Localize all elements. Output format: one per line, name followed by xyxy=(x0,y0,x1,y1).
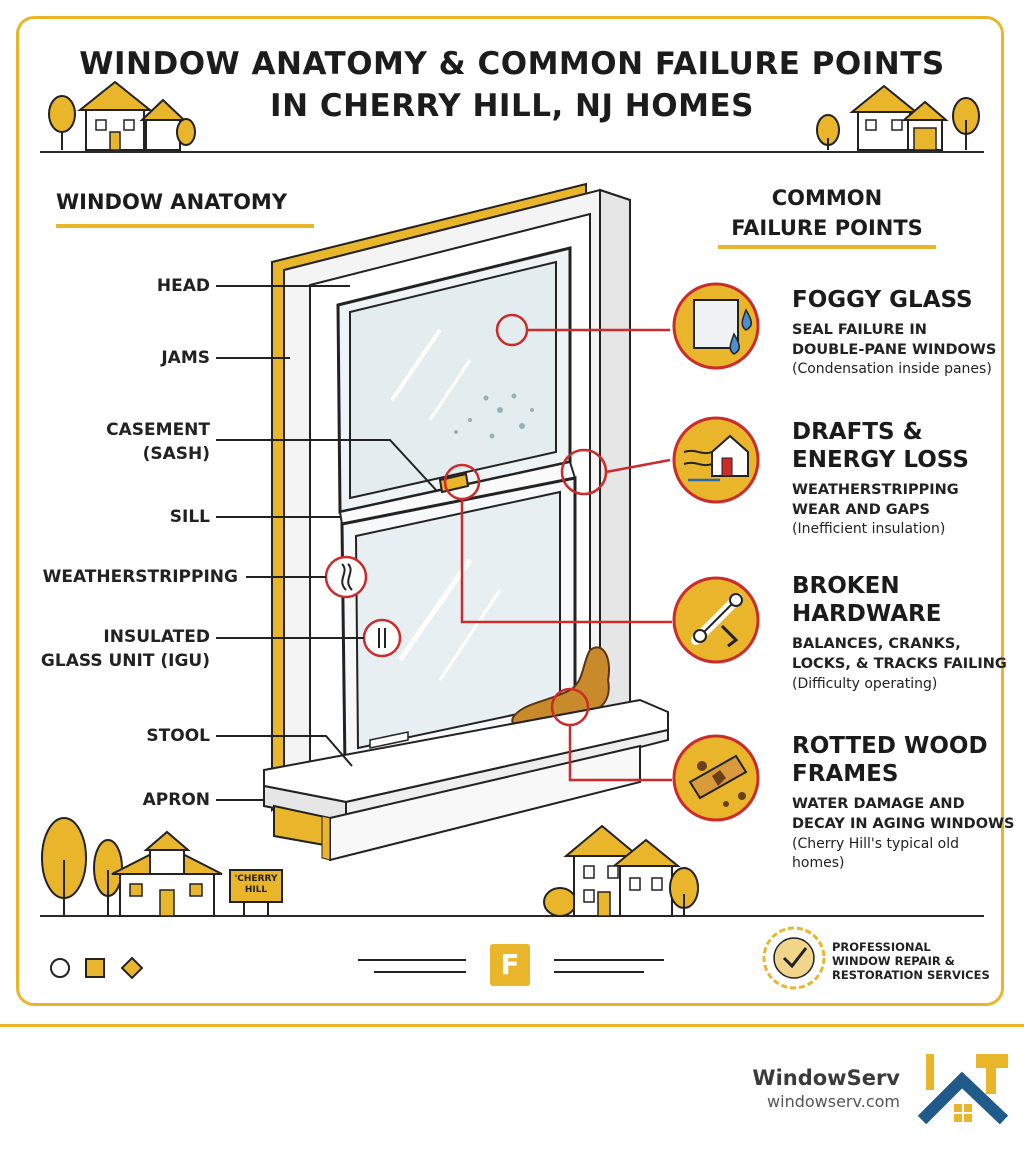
badge-line-1: PROFESSIONAL xyxy=(832,940,931,954)
label-sill: SILL xyxy=(169,507,210,527)
brand-url[interactable]: windowserv.com xyxy=(767,1092,900,1111)
sign-text-2: HILL xyxy=(244,885,268,895)
label-casement: CASEMENT xyxy=(106,420,210,440)
failure-3-title-1: BROKEN xyxy=(792,573,900,599)
diamond-shape-icon xyxy=(120,956,144,980)
label-insulated: INSULATED xyxy=(103,627,210,647)
failure-4-note-2: homes) xyxy=(792,855,845,871)
failure-1-title: FOGGY GLASS xyxy=(792,287,973,313)
windowserv-logo-icon xyxy=(917,1054,1009,1125)
label-stool: STOOL xyxy=(146,726,210,746)
square-shape-icon xyxy=(85,958,105,978)
center-logo-icon xyxy=(490,944,530,986)
center-logo-letter: F xyxy=(500,948,520,981)
failure-4-desc-2: DECAY IN AGING WINDOWS xyxy=(792,816,1015,832)
failure-4-note-1: (Cherry Hill's typical old xyxy=(792,836,960,852)
label-jams: JAMS xyxy=(161,348,210,368)
broken-hardware-icon xyxy=(672,576,760,664)
label-sash: (SASH) xyxy=(142,444,210,464)
failure-3-title-2: HARDWARE xyxy=(792,601,942,627)
page-title-line-2: IN CHERRY HILL, NJ HOMES xyxy=(270,88,754,124)
bottom-center-house-icon xyxy=(543,824,699,917)
failure-1-desc-2: DOUBLE-PANE WINDOWS xyxy=(792,342,997,358)
brand-name: WindowServ xyxy=(752,1066,900,1090)
footer-divider xyxy=(0,1024,1024,1027)
failure-2-note: (Inefficient insulation) xyxy=(792,521,946,537)
label-apron: APRON xyxy=(142,790,210,810)
failure-2-desc-2: WEAR AND GAPS xyxy=(792,502,930,518)
foggy-glass-icon xyxy=(672,282,760,370)
page-title-line-1: WINDOW ANATOMY & COMMON FAILURE POINTS xyxy=(79,46,945,82)
failure-2-desc-1: WEATHERSTRIPPING xyxy=(792,482,959,498)
header-house-right-icon xyxy=(816,84,980,151)
badge-line-2: WINDOW REPAIR & xyxy=(832,954,955,968)
drafts-house-icon xyxy=(672,416,760,504)
failure-2-title-1: DRAFTS & xyxy=(792,419,923,445)
failure-4-desc-1: WATER DAMAGE AND xyxy=(792,796,965,812)
failure-1-note: (Condensation inside panes) xyxy=(792,361,992,377)
igu-callout xyxy=(362,618,402,658)
failure-4-title-1: ROTTED WOOD xyxy=(792,733,988,759)
failure-heading-line-2: FAILURE POINTS xyxy=(731,216,923,240)
cherry-hill-sign xyxy=(229,869,283,903)
label-weatherstripping: WEATHERSTRIPPING xyxy=(42,567,238,587)
label-igu: GLASS UNIT (IGU) xyxy=(40,651,210,671)
weatherstripping-callout xyxy=(324,555,368,599)
header-house-left-icon xyxy=(48,80,196,151)
failure-4-title-2: FRAMES xyxy=(792,761,899,787)
failure-1-desc-1: SEAL FAILURE IN xyxy=(792,322,927,338)
failure-3-desc-2: LOCKS, & TRACKS FAILING xyxy=(792,656,1007,672)
badge-line-3: RESTORATION SERVICES xyxy=(832,968,990,982)
label-head: HEAD xyxy=(156,276,210,296)
bottom-left-scenery xyxy=(41,817,283,917)
sign-text-1: 'CHERRY xyxy=(234,874,278,884)
anatomy-heading: WINDOW ANATOMY xyxy=(56,190,288,214)
failure-3-desc-1: BALANCES, CRANKS, xyxy=(792,636,961,652)
failure-heading-line-1: COMMON xyxy=(771,186,883,210)
failure-3-note: (Difficulty operating) xyxy=(792,676,938,692)
failure-2-title-2: ENERGY LOSS xyxy=(792,447,969,473)
seal-badge-icon xyxy=(762,926,826,990)
rotted-wood-icon xyxy=(672,734,760,822)
circle-shape-icon xyxy=(50,958,70,978)
